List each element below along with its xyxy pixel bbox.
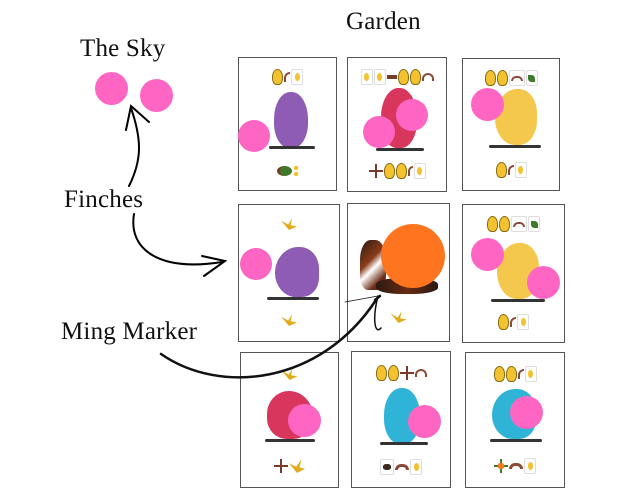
chick-tile-icon — [524, 458, 536, 474]
purple-bird-illustration — [274, 92, 308, 148]
chick-icon — [383, 163, 395, 179]
card-top-icons — [352, 364, 450, 382]
worm-icon — [507, 165, 514, 175]
perch — [267, 297, 319, 300]
chick-icon — [493, 366, 505, 382]
garden-title: Garden — [346, 8, 421, 35]
card-bottom-icons — [352, 458, 450, 476]
card-top-icons — [463, 215, 564, 233]
finch-token[interactable] — [471, 238, 504, 271]
worm-tile-icon — [511, 216, 527, 232]
sky-finch-token[interactable] — [140, 79, 173, 112]
worm-icon — [284, 72, 290, 82]
cross-leaf-icon — [368, 164, 383, 178]
worm-icon — [395, 464, 409, 470]
finch-token[interactable] — [288, 404, 321, 437]
chick-icon — [387, 365, 399, 381]
perch — [491, 299, 545, 302]
cross-orange-icon — [494, 459, 508, 473]
card-bottom-icons — [241, 457, 338, 475]
finch-token[interactable] — [408, 405, 441, 438]
chick-tile-icon — [360, 69, 373, 85]
chick-icon — [499, 216, 510, 232]
finches-to-sky-arrow — [125, 104, 150, 187]
branch-leaf-icon — [276, 166, 292, 176]
card-bottom-icons — [466, 457, 564, 475]
worm-icon — [509, 463, 523, 469]
ming-marker-token[interactable] — [381, 224, 445, 288]
chick-tile-icon — [291, 69, 303, 85]
card-top-icons — [348, 68, 446, 86]
card-bottom-icons — [463, 161, 559, 179]
ming-marker-label: Ming Marker — [61, 318, 198, 345]
chick-icon — [487, 216, 498, 232]
flying-bird-icon — [281, 314, 297, 326]
finches-to-garden-arrow — [132, 213, 228, 277]
arrow-right-icon — [386, 75, 397, 79]
cross-leaf-icon — [274, 459, 288, 473]
chick-icon — [495, 162, 507, 178]
worm-icon — [510, 317, 516, 327]
card-bottom-icons — [239, 311, 339, 329]
chick-tile-icon — [410, 459, 422, 475]
chick-icon — [496, 70, 508, 86]
sky-title: The Sky — [80, 35, 166, 62]
card-bottom-icons — [463, 313, 564, 331]
card-bottom-icons — [348, 162, 446, 180]
sky-finch-token[interactable] — [95, 72, 128, 105]
garden-card[interactable] — [462, 58, 560, 191]
chick-tile-icon — [514, 162, 527, 178]
chick-tile-icon — [413, 163, 426, 179]
flying-bird-icon — [390, 311, 407, 323]
finch-token[interactable] — [527, 266, 560, 299]
card-top-icons — [466, 365, 564, 383]
perch — [489, 145, 541, 148]
chick-icon — [505, 366, 517, 382]
finches-label: Finches — [64, 186, 144, 213]
chick-icon — [484, 70, 496, 86]
purple-bird-illustration — [275, 247, 319, 297]
finch-token[interactable] — [363, 116, 395, 148]
garden-card[interactable] — [347, 57, 447, 192]
worm-leaf-icon — [421, 73, 434, 81]
perch — [490, 439, 542, 442]
leaf-tile-icon — [525, 70, 538, 86]
card-top-icons — [239, 68, 336, 86]
leaf-tile-icon — [528, 216, 540, 232]
worm-icon — [407, 166, 413, 176]
chick-tile-icon — [373, 69, 386, 85]
finch-token[interactable] — [396, 99, 428, 131]
finch-token[interactable] — [240, 248, 272, 280]
card-bottom-icons — [239, 162, 336, 180]
perch — [380, 442, 428, 445]
chick-icon — [395, 163, 407, 179]
cat-tile-icon — [380, 459, 394, 475]
seeds-icon — [292, 165, 299, 177]
worm-leaf-icon — [517, 369, 524, 379]
finch-token[interactable] — [471, 88, 504, 121]
perch — [265, 439, 315, 442]
cross-leaf-icon — [399, 366, 414, 380]
chick-tile-icon — [524, 366, 537, 382]
chick-tile-icon — [517, 314, 529, 330]
chick-icon — [272, 69, 283, 85]
finch-token[interactable] — [238, 120, 270, 152]
card-top-icons — [239, 215, 339, 233]
flying-bird-icon — [289, 459, 305, 473]
perch — [376, 148, 424, 151]
perch — [269, 146, 315, 149]
card-bottom-icons — [348, 308, 449, 326]
chick-icon — [409, 69, 421, 85]
finch-token[interactable] — [510, 396, 543, 429]
chick-icon — [498, 314, 509, 330]
garden-card[interactable] — [238, 57, 337, 191]
chick-icon — [397, 69, 409, 85]
flying-bird-icon — [281, 218, 297, 230]
flying-bird-icon — [281, 368, 298, 380]
worm-tile-icon — [508, 70, 525, 86]
chick-icon — [375, 365, 387, 381]
card-top-icons — [463, 69, 559, 87]
card-top-icons — [241, 365, 338, 383]
worm-leaf-icon — [414, 369, 427, 377]
